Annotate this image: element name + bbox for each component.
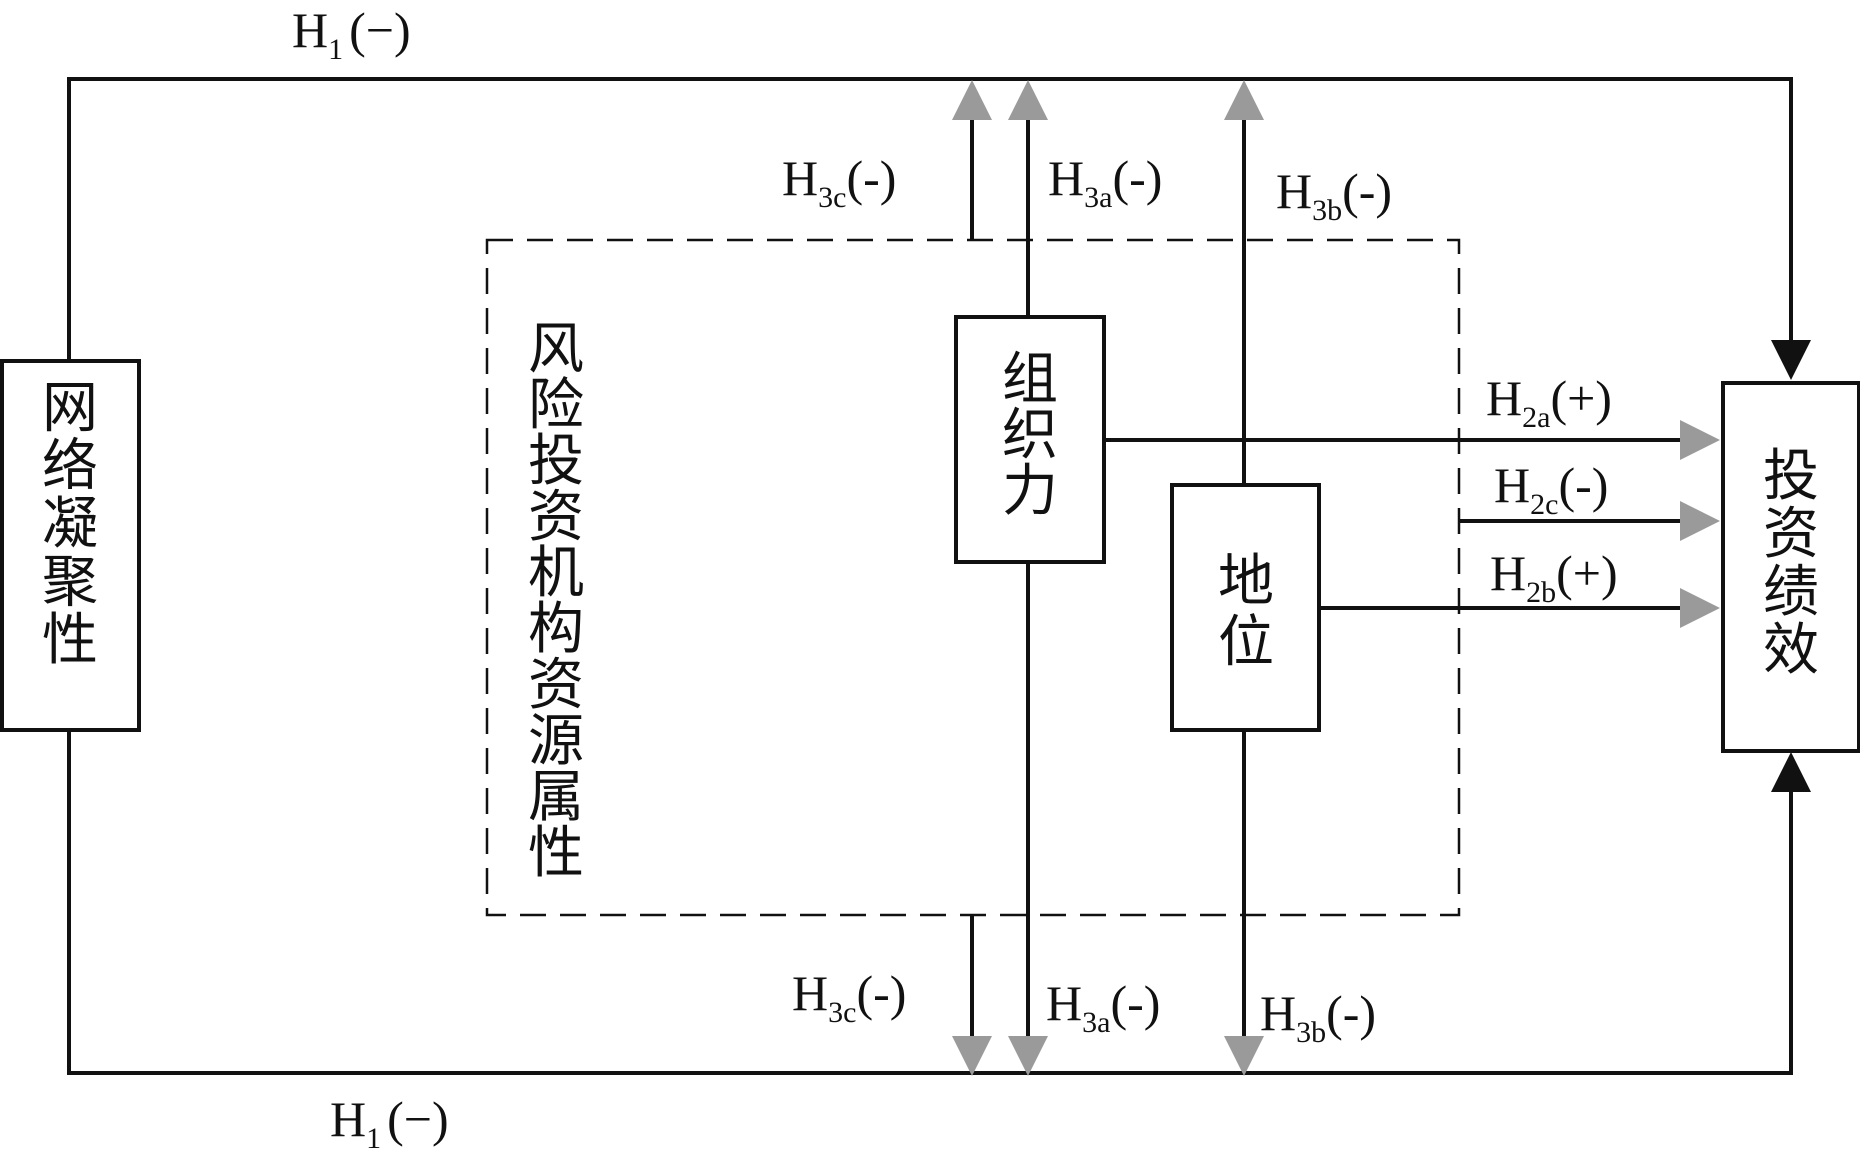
network-cohesion-box bbox=[0, 359, 141, 732]
investment-performance-label: 投资绩效 bbox=[1763, 444, 1819, 683]
h1-top-path bbox=[67, 77, 1811, 380]
h1-top-label: H1(−) bbox=[292, 2, 411, 66]
organizing-power-label: 组织力 bbox=[1002, 347, 1058, 524]
organizing-power-label-text: 组织力 bbox=[1002, 347, 1058, 524]
resource-attributes-label: 风险投资机构资源属性 bbox=[528, 317, 584, 886]
h3b-bottom-label: H3b(-) bbox=[1260, 985, 1376, 1049]
h2c-label: H2c(-) bbox=[1494, 457, 1608, 521]
investment-performance-label-text: 投资绩效 bbox=[1763, 444, 1819, 683]
h3c-top-label: H3c(-) bbox=[782, 150, 896, 214]
network-cohesion-label: 网络凝聚性 bbox=[42, 376, 98, 673]
h3b-top-label: H3b(-) bbox=[1276, 163, 1392, 227]
h3a-top-label: H3a(-) bbox=[1048, 150, 1162, 214]
status-label-text: 地位 bbox=[1218, 549, 1274, 675]
network-cohesion-label-text: 网络凝聚性 bbox=[42, 376, 98, 673]
h3c-bottom-label: H3c(-) bbox=[792, 965, 906, 1029]
h2a-label: H2a(+) bbox=[1486, 370, 1612, 434]
h1-bottom-path bbox=[67, 730, 1811, 1075]
h2b-label: H2b(+) bbox=[1490, 545, 1618, 609]
investment-performance-box bbox=[1721, 381, 1860, 753]
status-box bbox=[1170, 483, 1321, 732]
h1-bottom-label: H1(−) bbox=[330, 1091, 449, 1151]
organizing-power-box bbox=[954, 315, 1106, 564]
resource-attributes-label-text: 风险投资机构资源属性 bbox=[528, 317, 584, 886]
h3a-bottom-label: H3a(-) bbox=[1046, 975, 1160, 1039]
status-label: 地位 bbox=[1218, 549, 1274, 675]
